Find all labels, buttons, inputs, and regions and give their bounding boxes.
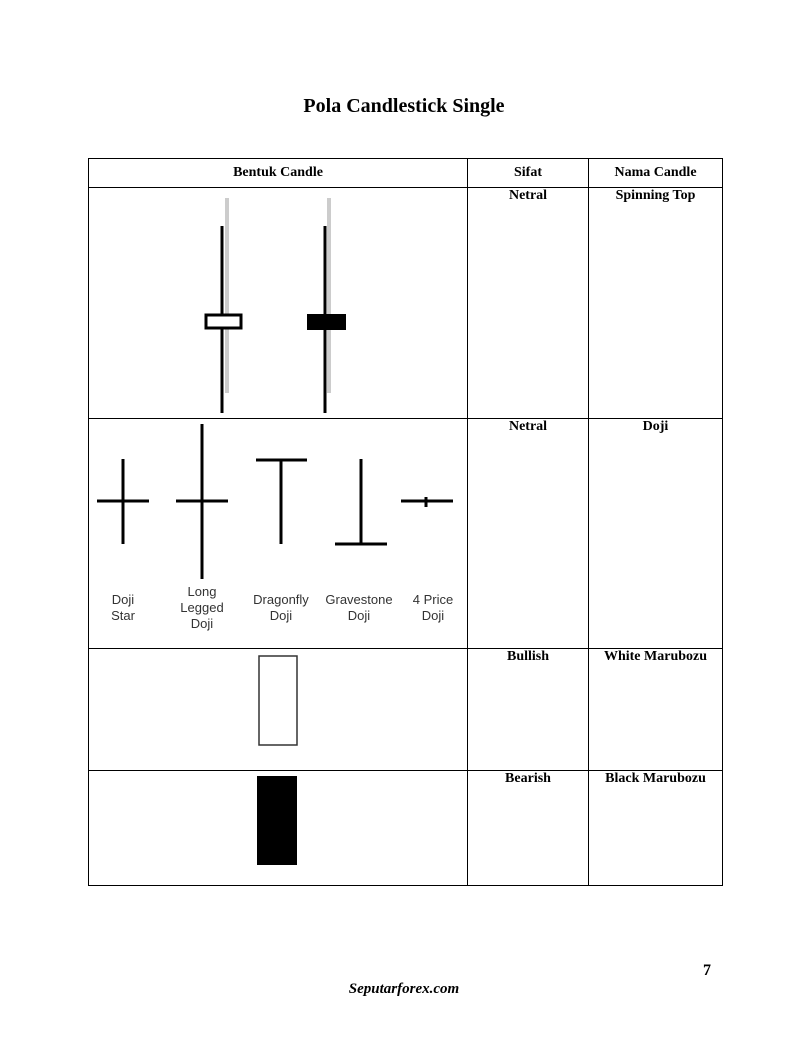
spinning-top-figure bbox=[88, 187, 468, 419]
spinning-top-candles-icon bbox=[204, 198, 346, 418]
black-marubozu-icon bbox=[257, 776, 297, 865]
nama-cell: White Marubozu bbox=[588, 648, 723, 771]
white-marubozu-figure bbox=[88, 648, 468, 771]
nama-cell: Black Marubozu bbox=[588, 770, 723, 886]
page-number: 7 bbox=[703, 962, 711, 979]
table-header-row: Bentuk Candle Sifat Nama Candle bbox=[88, 158, 723, 188]
header-bentuk-candle: Bentuk Candle bbox=[88, 158, 468, 188]
nama-cell: Spinning Top bbox=[588, 187, 723, 419]
footer-site: Seputarforex.com bbox=[348, 981, 460, 997]
table-row: Bearish Black Marubozu bbox=[88, 770, 723, 886]
nama-cell: Doji bbox=[588, 418, 723, 649]
page-title: Pola Candlestick Single bbox=[303, 95, 505, 117]
white-marubozu-icon bbox=[258, 655, 298, 746]
sifat-cell: Netral bbox=[467, 418, 589, 649]
sifat-cell: Bearish bbox=[467, 770, 589, 886]
sifat-cell: Netral bbox=[467, 187, 589, 419]
table-row: Bullish White Marubozu bbox=[88, 648, 723, 771]
black-marubozu-figure bbox=[88, 770, 468, 886]
sifat-cell: Bullish bbox=[467, 648, 589, 771]
header-nama-candle: Nama Candle bbox=[588, 158, 723, 188]
header-sifat: Sifat bbox=[467, 158, 589, 188]
candlestick-table: Bentuk Candle Sifat Nama Candle Netral S… bbox=[88, 158, 723, 886]
table-row: Netral Spinning Top bbox=[88, 187, 723, 419]
